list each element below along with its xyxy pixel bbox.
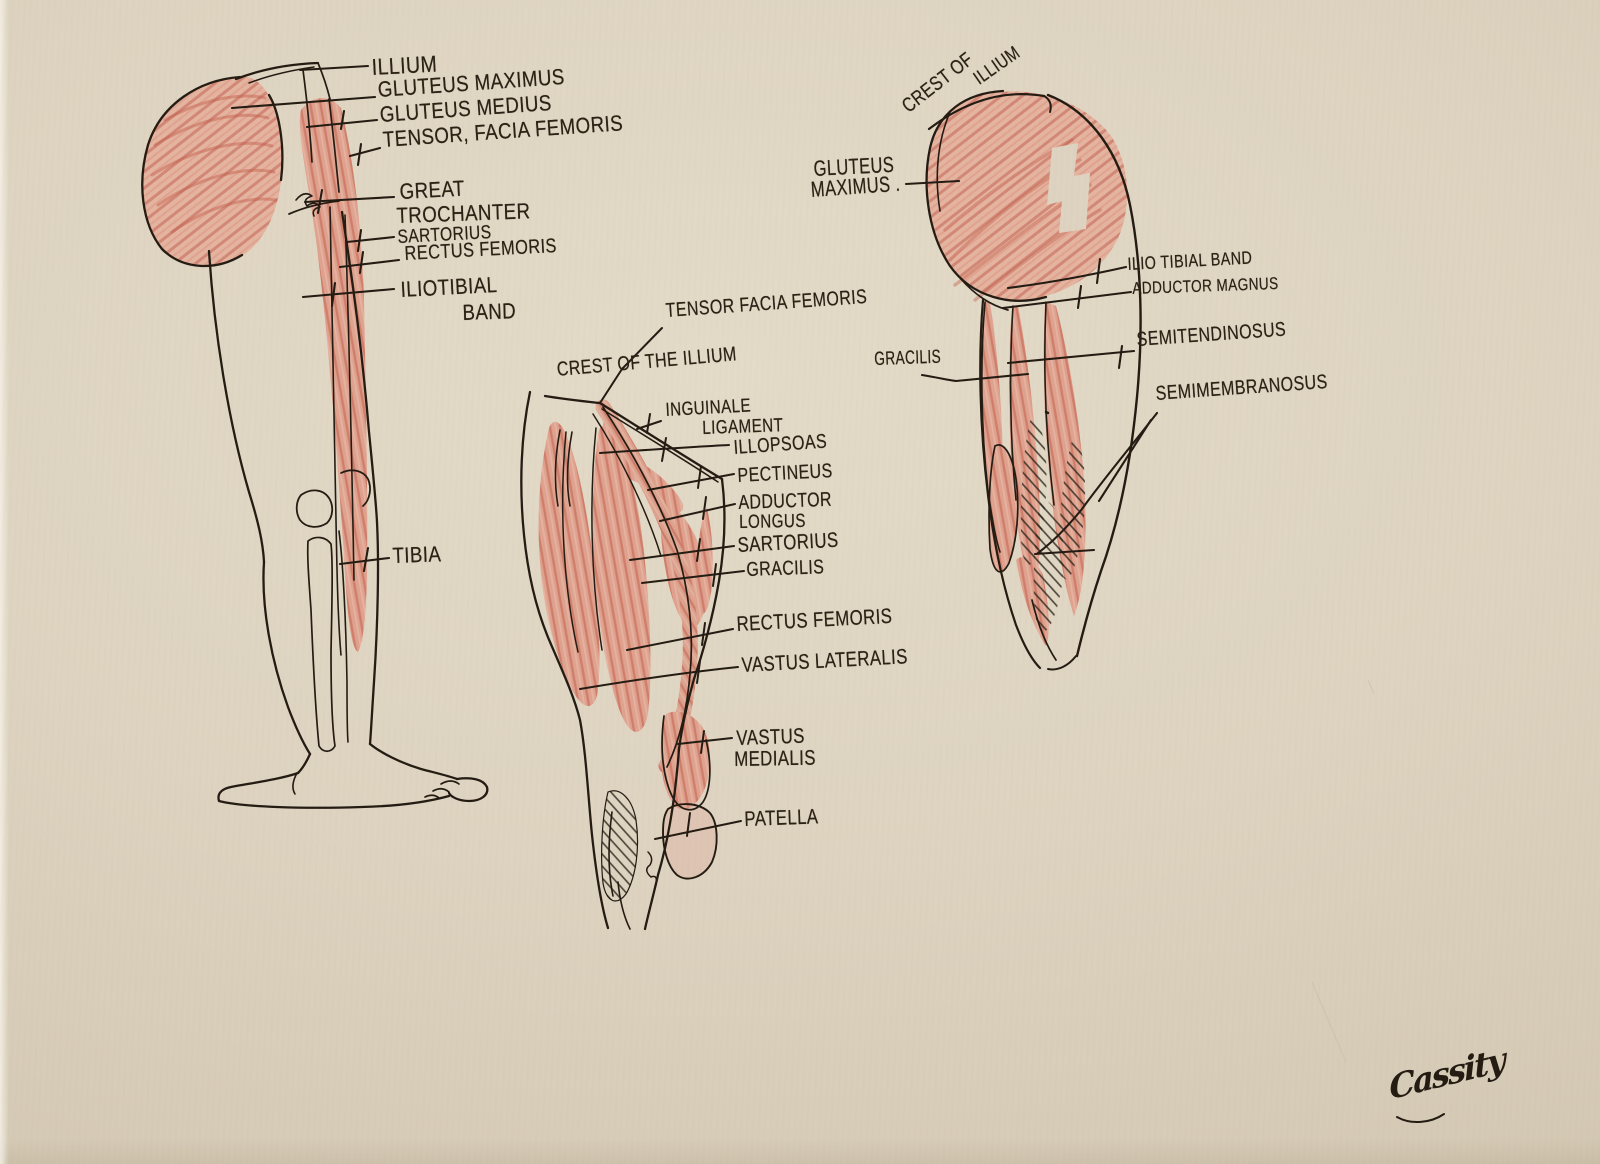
label-medialis: MEDIALIS [734,746,817,771]
right-figure-leader-lines [904,179,1159,556]
label-band: BAND [462,298,517,325]
gracilis-muscle [696,508,713,615]
label-gracilis-middle: GRACILIS [746,556,825,581]
label-patella: PATELLA [744,805,819,831]
vastus-medialis-muscle [660,711,710,810]
gluteus-maximus-posterior-muscle [927,91,1128,300]
label-tibia: TIBIA [392,541,442,568]
left-figure-outline [141,61,489,809]
patella-tint [663,805,717,879]
figure-middle-thigh-anterior [520,327,745,931]
paper-crease-marks [1311,679,1375,1063]
right-figure-outline [925,89,1142,671]
left-figure-leader-lines [230,64,401,573]
figure-left-leg-lateral [141,61,489,809]
hatched-tendon-2 [1059,440,1086,580]
figure-right-thigh-posterior [904,89,1159,671]
middle-figure-leader-lines [579,327,745,840]
pectineus-muscle [643,466,683,513]
middle-figure-outline [520,390,726,931]
rectus-femoris-muscle [592,425,651,732]
uncolored-notch [1047,143,1090,233]
glute-pencil-strokes [150,94,278,234]
signature-underline [1396,1113,1445,1123]
gluteus-maximus-muscle [141,76,283,267]
hatched-tendon-3 [1033,500,1064,632]
vastus-lateralis-muscle [538,421,600,707]
label-gracilis-right: GRACILIS [874,346,942,370]
